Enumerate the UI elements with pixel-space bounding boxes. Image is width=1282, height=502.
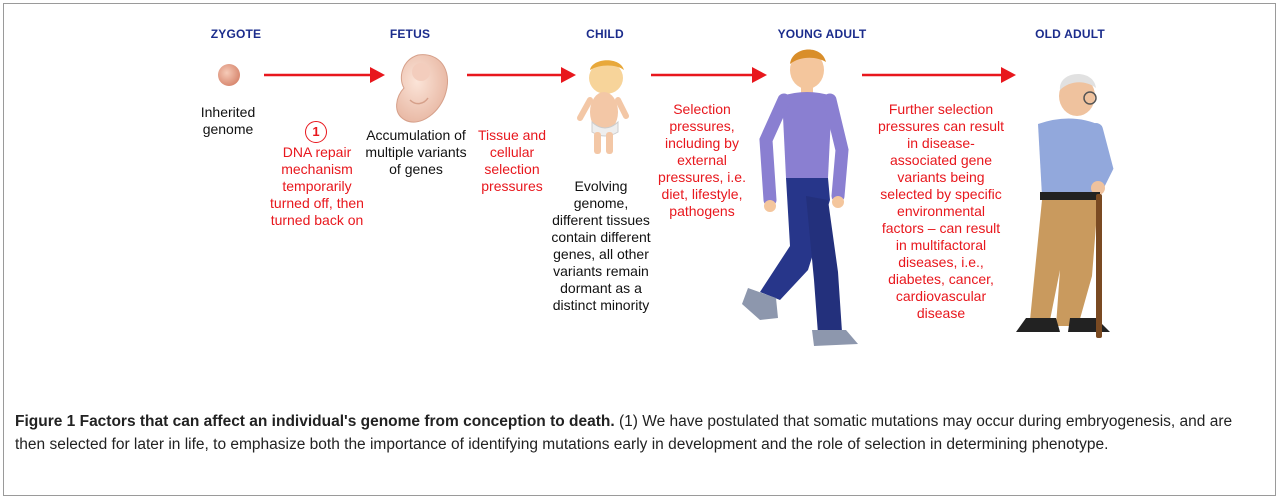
arrow-young-adult-to-old-adult	[862, 67, 1016, 83]
zygote-cell	[218, 64, 240, 86]
desc-zygote: Inherited genome	[190, 104, 266, 138]
child-illustration	[580, 60, 626, 154]
step-marker-1: 1	[305, 121, 327, 143]
desc-child: Evolving genome, different tissues conta…	[551, 178, 651, 314]
transition-child-to-young-adult: Selection pressures, including by extern…	[644, 101, 760, 220]
figure-caption: Figure 1 Factors that can affect an indi…	[15, 410, 1265, 456]
arrow-child-to-young-adult	[651, 67, 767, 83]
transition-fetus-to-child: Tissue and cellular selection pressures	[467, 127, 557, 195]
caption-title: Figure 1 Factors that can affect an indi…	[15, 413, 615, 430]
figure-diagram: ZYGOTE FETUS CHILD YOUNG ADULT OLD ADULT	[0, 0, 1282, 405]
arrow-fetus-to-child	[467, 67, 576, 83]
transition-young-adult-to-old-adult: Further selection pressures can result i…	[877, 101, 1005, 322]
arrow-zygote-to-fetus	[264, 67, 385, 83]
fetus-illustration	[397, 55, 448, 122]
old-adult-illustration	[1016, 74, 1110, 338]
walking-cane	[1096, 194, 1102, 338]
desc-fetus: Accumulation of multiple variants of gen…	[364, 127, 468, 178]
transition-zygote-to-fetus: DNA repair mechanism temporarily turned …	[262, 144, 372, 229]
